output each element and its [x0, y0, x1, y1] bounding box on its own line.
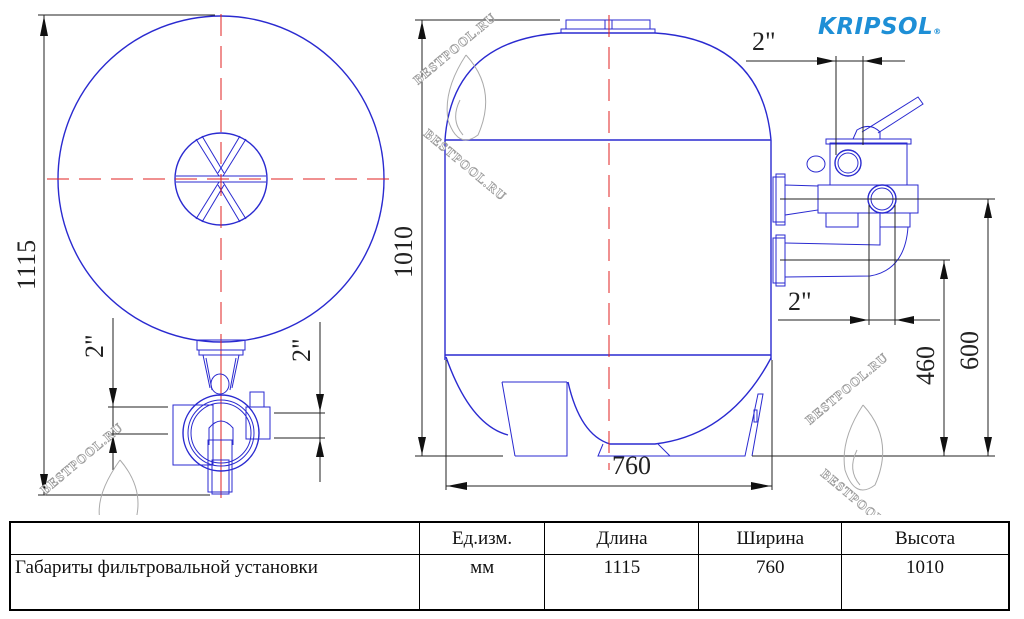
- dimension-1115: 1115: [12, 14, 215, 496]
- row-unit: мм: [418, 554, 546, 611]
- dim-label-1010: 1010: [389, 226, 418, 278]
- dim-label-460: 460: [911, 346, 940, 385]
- header-empty: [9, 521, 420, 555]
- dimension-inlet-2in: 2": [80, 318, 168, 470]
- dim-label-inlet: 2": [80, 334, 109, 358]
- dimension-760: 760: [445, 360, 995, 490]
- dimension-600: 600: [780, 198, 995, 456]
- dimension-valve-top-2in: 2": [746, 27, 905, 155]
- table-header-row: Ед.изм. Длина Ширина Высота: [9, 521, 1010, 555]
- dimensions-table: Ед.изм. Длина Ширина Высота Габариты фил…: [9, 521, 1010, 611]
- dim-label-valve-bottom: 2": [788, 287, 812, 316]
- svg-text:BESTPOOL.RU: BESTPOOL.RU: [421, 126, 510, 204]
- dim-label-outlet: 2": [287, 338, 316, 362]
- top-view-valve: [172, 339, 271, 495]
- row-height: 1010: [841, 554, 1010, 611]
- row-width: 760: [698, 554, 843, 611]
- dim-label-valve-top: 2": [752, 27, 776, 56]
- technical-drawing: 1115 2" 2": [12, 9, 995, 515]
- tank-dome: [444, 32, 772, 141]
- row-length: 1115: [544, 554, 700, 611]
- dimension-1010: 1010: [389, 19, 560, 457]
- dimension-valve-bottom-2in: 2": [778, 205, 940, 325]
- header-height: Высота: [841, 521, 1010, 555]
- kripsol-logo: KRIPSOL®: [818, 14, 942, 40]
- dimension-outlet-2in: 2": [274, 322, 325, 482]
- top-view: 1115 2" 2": [12, 14, 395, 498]
- logo-text: KRIPSOL: [818, 14, 934, 40]
- header-width: Ширина: [698, 521, 843, 555]
- header-length: Длина: [544, 521, 700, 555]
- header-unit: Ед.изм.: [418, 521, 546, 555]
- dim-label-760: 760: [612, 451, 651, 480]
- side-view: 1010 760 2" 2": [389, 15, 995, 490]
- top-flange: [565, 19, 651, 30]
- registered-mark: ®: [933, 27, 942, 36]
- watermark-bottom-right: BESTPOOL.RU BESTPOOL.RU: [802, 349, 907, 515]
- table-row: Габариты фильтровальной установки мм 111…: [9, 554, 1010, 611]
- dim-label-1115: 1115: [12, 240, 41, 290]
- dimension-460: 460: [780, 259, 950, 456]
- dim-label-600: 600: [955, 331, 984, 370]
- svg-text:BESTPOOL.RU: BESTPOOL.RU: [802, 350, 891, 428]
- row-label: Габариты фильтровальной установки: [9, 554, 420, 611]
- multiport-valve: [772, 96, 924, 287]
